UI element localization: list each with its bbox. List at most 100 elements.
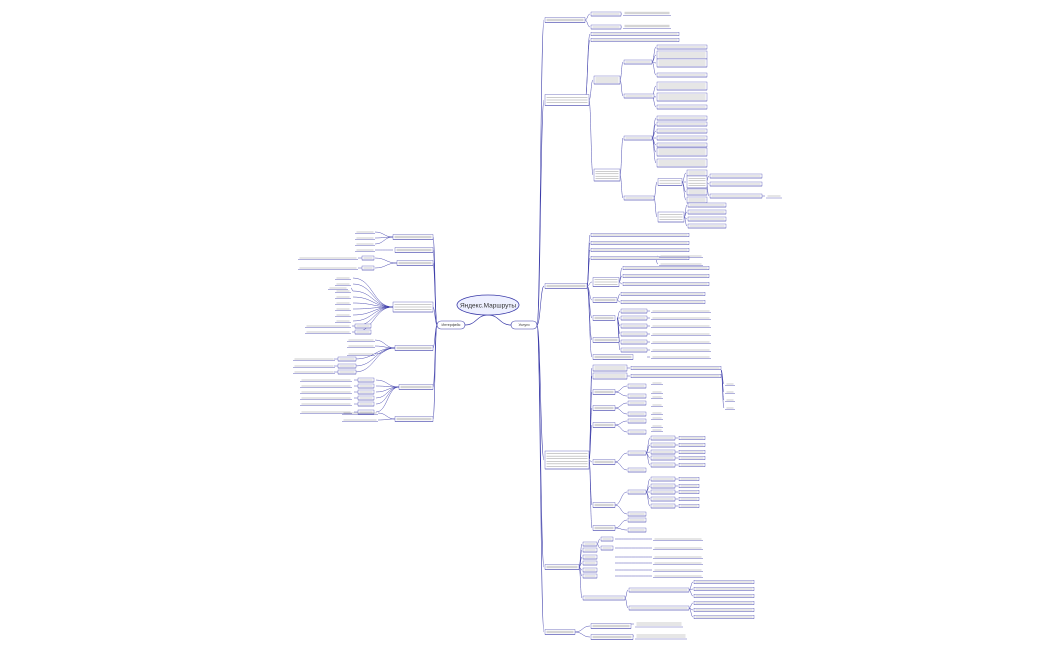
mindmap-node[interactable] bbox=[361, 265, 375, 271]
mindmap-node[interactable] bbox=[623, 195, 655, 201]
mindmap-node[interactable] bbox=[678, 504, 700, 508]
mindmap-node[interactable] bbox=[627, 511, 647, 517]
mindmap-node[interactable] bbox=[394, 416, 434, 422]
mindmap-node[interactable] bbox=[592, 422, 616, 428]
mindmap-node[interactable] bbox=[656, 142, 708, 148]
mindmap-node[interactable] bbox=[656, 128, 708, 134]
branch-right-node[interactable]: Услуги bbox=[510, 320, 538, 330]
mindmap-node[interactable] bbox=[592, 315, 616, 321]
mindmap-node[interactable] bbox=[650, 483, 676, 489]
mindmap-node[interactable] bbox=[659, 255, 703, 258]
mindmap-node[interactable] bbox=[600, 536, 614, 542]
mindmap-node[interactable] bbox=[335, 277, 351, 280]
mindmap-node[interactable] bbox=[620, 323, 648, 329]
mindmap-node[interactable] bbox=[725, 383, 735, 386]
mindmap-node[interactable] bbox=[693, 580, 755, 584]
mindmap-node[interactable] bbox=[653, 562, 703, 565]
mindmap-node[interactable] bbox=[627, 467, 647, 473]
mindmap-node[interactable] bbox=[337, 363, 357, 369]
mindmap-node[interactable] bbox=[653, 575, 703, 578]
mindmap-node[interactable] bbox=[656, 121, 708, 127]
mindmap-node[interactable] bbox=[337, 369, 357, 375]
mindmap-node[interactable] bbox=[396, 260, 434, 266]
mindmap-node[interactable] bbox=[592, 372, 628, 380]
mindmap-node[interactable] bbox=[590, 32, 680, 36]
mindmap-node[interactable] bbox=[622, 266, 710, 270]
mindmap-node[interactable] bbox=[650, 489, 676, 495]
mindmap-node[interactable] bbox=[693, 608, 755, 612]
mindmap-node[interactable] bbox=[592, 459, 616, 465]
mindmap-node[interactable] bbox=[628, 605, 690, 611]
mindmap-node[interactable] bbox=[592, 405, 616, 411]
mindmap-node[interactable] bbox=[650, 442, 676, 448]
mindmap-node[interactable] bbox=[678, 436, 706, 440]
mindmap-node[interactable] bbox=[347, 345, 375, 348]
mindmap-node[interactable] bbox=[354, 323, 372, 329]
mindmap-node[interactable] bbox=[686, 188, 708, 196]
mindmap-node[interactable] bbox=[693, 615, 755, 619]
mindmap-node[interactable] bbox=[709, 193, 763, 199]
mindmap-node[interactable] bbox=[650, 455, 676, 461]
mindmap-node[interactable] bbox=[592, 337, 620, 343]
mindmap-node[interactable] bbox=[305, 325, 351, 328]
mindmap-node[interactable] bbox=[361, 255, 375, 261]
mindmap-node[interactable] bbox=[544, 629, 576, 635]
mindmap-node[interactable] bbox=[709, 173, 763, 179]
mindmap-node[interactable] bbox=[293, 371, 335, 374]
mindmap-node[interactable] bbox=[582, 560, 598, 566]
mindmap-node[interactable] bbox=[635, 622, 683, 628]
mindmap-node[interactable] bbox=[590, 233, 690, 237]
mindmap-node[interactable] bbox=[620, 347, 648, 353]
mindmap-node[interactable] bbox=[678, 463, 706, 467]
mindmap-node[interactable] bbox=[623, 93, 655, 99]
mindmap-node[interactable] bbox=[659, 263, 703, 266]
mindmap-node[interactable] bbox=[355, 249, 375, 252]
mindmap-node[interactable] bbox=[653, 538, 703, 541]
mindmap-node[interactable] bbox=[590, 38, 680, 42]
mindmap-node[interactable] bbox=[623, 59, 653, 65]
mindmap-node[interactable] bbox=[678, 497, 700, 501]
mindmap-node[interactable] bbox=[650, 449, 676, 455]
mindmap-node[interactable] bbox=[592, 525, 616, 531]
mindmap-node[interactable] bbox=[293, 365, 335, 368]
mindmap-node[interactable] bbox=[335, 314, 351, 317]
mindmap-node[interactable] bbox=[582, 541, 598, 547]
mindmap-node[interactable] bbox=[590, 623, 632, 629]
mindmap-node[interactable] bbox=[651, 310, 711, 313]
mindmap-node[interactable] bbox=[335, 283, 351, 286]
mindmap-node[interactable] bbox=[623, 24, 671, 29]
mindmap-node[interactable] bbox=[656, 72, 708, 78]
mindmap-node[interactable] bbox=[651, 425, 663, 428]
mindmap-node[interactable] bbox=[582, 547, 598, 553]
mindmap-node[interactable] bbox=[582, 573, 598, 579]
mindmap-node[interactable] bbox=[651, 391, 663, 394]
mindmap-node[interactable] bbox=[592, 354, 634, 360]
mindmap-node[interactable] bbox=[725, 399, 735, 402]
mindmap-node[interactable] bbox=[354, 329, 372, 335]
mindmap-node[interactable] bbox=[766, 195, 782, 199]
mindmap-node[interactable] bbox=[630, 374, 722, 378]
mindmap-node[interactable] bbox=[650, 435, 676, 441]
mindmap-node[interactable] bbox=[335, 290, 351, 293]
mindmap-node[interactable] bbox=[687, 216, 727, 222]
mindmap-node[interactable] bbox=[678, 490, 700, 494]
mindmap-node[interactable] bbox=[593, 168, 621, 182]
mindmap-node[interactable] bbox=[656, 135, 708, 141]
mindmap-node[interactable] bbox=[627, 393, 647, 399]
mindmap-node[interactable] bbox=[300, 403, 352, 406]
mindmap-node[interactable] bbox=[357, 401, 375, 407]
mindmap-node[interactable] bbox=[686, 169, 708, 177]
mindmap-node[interactable] bbox=[620, 339, 648, 345]
mindmap-node[interactable] bbox=[300, 379, 352, 382]
mindmap-node[interactable] bbox=[544, 17, 586, 23]
mindmap-node[interactable] bbox=[657, 178, 683, 186]
mindmap-node[interactable] bbox=[342, 412, 378, 415]
mindmap-node[interactable] bbox=[653, 547, 703, 550]
mindmap-node[interactable] bbox=[650, 496, 676, 502]
mindmap-node[interactable] bbox=[687, 202, 727, 208]
mindmap-node[interactable] bbox=[590, 241, 690, 245]
mindmap-node[interactable] bbox=[651, 412, 663, 415]
mindmap-node[interactable] bbox=[582, 554, 598, 560]
mindmap-node[interactable] bbox=[544, 94, 590, 106]
mindmap-node[interactable] bbox=[635, 634, 687, 640]
